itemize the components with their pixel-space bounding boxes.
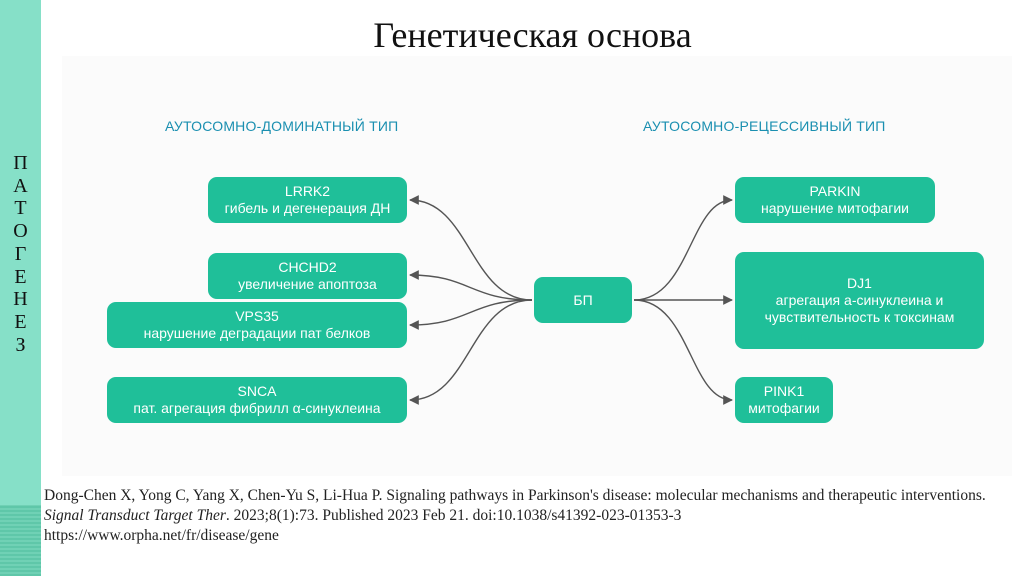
node-parkin: PARKIN нарушение митофагии [735, 177, 935, 223]
citation: Dong-Chen X, Yong C, Yang X, Chen-Yu S, … [44, 487, 986, 544]
node-dj1: DJ1 агрегация а-синуклеина и чувствитель… [735, 252, 984, 349]
left-sidebar: П А Т О Г Е Н Е З [0, 0, 41, 576]
vertical-side-label: П А Т О Г Е Н Е З [13, 152, 28, 356]
node-center-bp: БП [534, 277, 632, 323]
edge-to-lrrk2 [409, 195, 533, 301]
edge-to-chchd2 [409, 270, 533, 301]
edge-to-snca [409, 299, 533, 405]
heading-recessive: АУТОСОМНО-РЕЦЕССИВНЫЙ ТИП [643, 118, 886, 134]
node-pink1: PINK1 митофагии [735, 377, 833, 423]
source-link[interactable]: https://www.orpha.net/fr/disease/gene [44, 527, 279, 544]
edge-to-vps35 [409, 299, 533, 330]
edge-to-parkin [633, 195, 733, 301]
node-lrrk2: LRRK2 гибель и дегенерация ДН [208, 177, 407, 223]
edge-to-pink1 [633, 299, 733, 405]
node-vps35: VPS35 нарушение деградации пат белков [107, 302, 407, 348]
node-snca: SNCA пат. агрегация фибрилл α-синуклеина [107, 377, 407, 423]
page-title: Генетическая основа [373, 15, 692, 55]
heading-dominant: АУТОСОМНО-ДОМИНАТНЫЙ ТИП [165, 118, 399, 134]
node-chchd2: CHCHD2 увеличение апоптоза [208, 253, 407, 299]
